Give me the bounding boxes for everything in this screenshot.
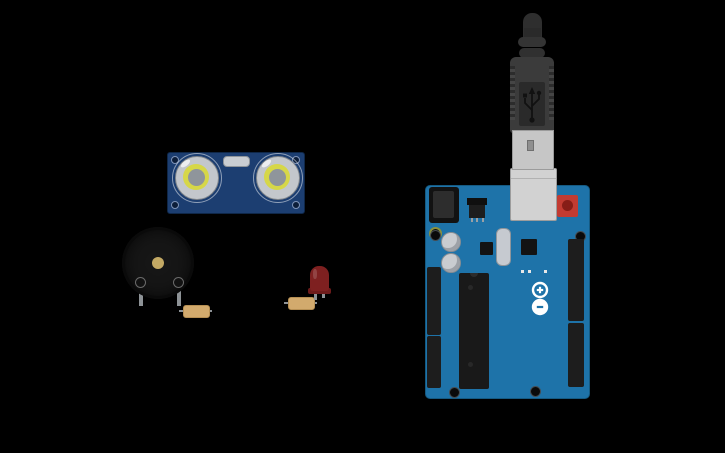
buzzer-leg-positive (139, 288, 143, 306)
power-jack (429, 187, 459, 223)
screw-hole (430, 230, 441, 241)
led-flange (308, 288, 331, 294)
capacitor (441, 232, 461, 252)
usb-trident-icon (523, 87, 542, 123)
small-ic (480, 242, 493, 255)
sensor-mount-hole (171, 201, 179, 209)
crystal-oscillator (496, 228, 511, 266)
l-led (544, 270, 547, 273)
usb-strain-relief (518, 37, 546, 47)
usb-metal-notch (527, 140, 534, 151)
capacitor (441, 253, 461, 273)
transmitter-transducer (175, 156, 219, 200)
voltage-regulator-body (469, 205, 485, 218)
led-anode-leg (322, 291, 325, 298)
analog-header[interactable] (427, 336, 441, 388)
digital-header-bottom[interactable] (568, 323, 584, 387)
voltage-regulator (467, 198, 487, 205)
rx-led (528, 270, 531, 273)
usb-plug-rib (510, 66, 515, 120)
reset-button-cap (562, 200, 573, 211)
screw-hole (530, 386, 541, 397)
buzzer-minus-mark (173, 277, 184, 288)
sensor-crystal (223, 156, 250, 167)
regulator-leg (476, 218, 478, 222)
usb-interface-ic (521, 239, 537, 255)
arduino-uno-board[interactable] (425, 168, 590, 399)
power-header[interactable] (427, 267, 441, 335)
regulator-leg (482, 218, 484, 222)
transducer-core (187, 168, 205, 186)
atmega-chip (459, 273, 489, 389)
power-jack-opening (433, 191, 454, 218)
screw-hole (449, 387, 460, 398)
usb-strain-relief (519, 48, 545, 58)
buzzer-plus-mark (135, 277, 146, 288)
digital-header-top[interactable] (568, 239, 584, 321)
arduino-infinity-logo (531, 281, 549, 316)
chip-indent (468, 362, 473, 367)
regulator-leg (471, 218, 473, 222)
resistor-1[interactable] (183, 305, 210, 318)
piezo-buzzer[interactable] (122, 227, 194, 299)
resistor-2[interactable] (288, 297, 315, 310)
buzzer-leg-negative (177, 288, 181, 306)
usb-symbol-panel (519, 82, 545, 126)
transducer-silkscreen (172, 153, 222, 203)
usb-plug[interactable] (510, 57, 554, 133)
transducer-core (268, 168, 286, 186)
ultrasonic-sensor-hc-sr04[interactable] (167, 152, 305, 214)
sensor-mount-hole (292, 201, 300, 209)
led-cathode-leg (314, 291, 317, 300)
usb-plug-rib (549, 66, 554, 120)
chip-indent (468, 285, 473, 290)
usb-plug-metal (512, 130, 554, 170)
reset-button[interactable] (557, 195, 578, 217)
transducer-silkscreen (253, 153, 303, 203)
receiver-transducer (256, 156, 300, 200)
red-led[interactable] (310, 266, 329, 291)
usb-socket (510, 168, 557, 221)
tx-led (521, 270, 524, 273)
buzzer-center (152, 257, 164, 269)
